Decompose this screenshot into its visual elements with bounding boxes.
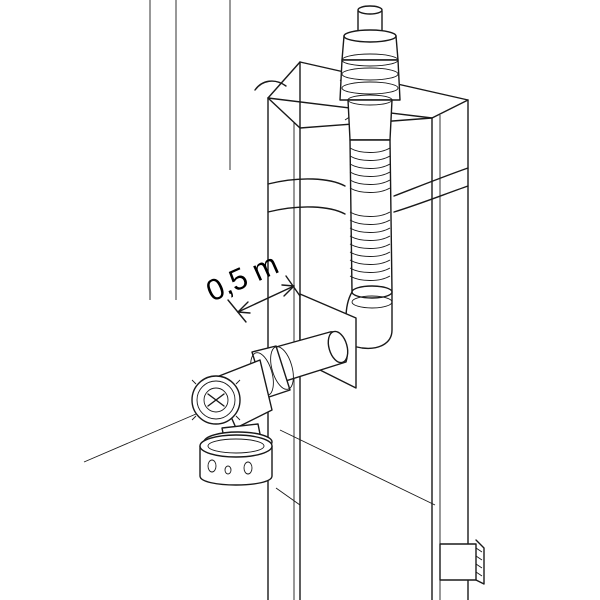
distance-dimension: 0,5 m (201, 248, 301, 323)
boiler-adapter (199, 423, 273, 486)
flexible-flue-pipe (349, 139, 393, 293)
connection-pipe (250, 330, 349, 399)
inspection-tee (191, 359, 273, 429)
pipe-elbow (345, 285, 393, 350)
roof-terminal (339, 5, 401, 141)
floor-slab (267, 167, 469, 215)
dimension-label: 0,5 m (201, 248, 283, 309)
floor-lines (83, 407, 436, 506)
cleanout-door (439, 539, 485, 585)
